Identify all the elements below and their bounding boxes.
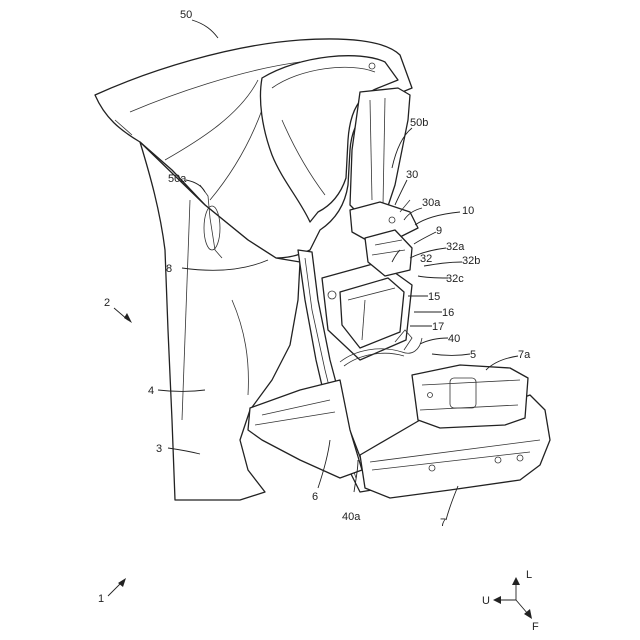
- label-40: 40: [448, 333, 460, 345]
- rear-crossmember: [412, 365, 528, 428]
- label-30a: 30a: [422, 197, 441, 209]
- label-17: 17: [432, 321, 444, 333]
- orientation-triad: [493, 577, 532, 619]
- bracket-assembly: [350, 200, 418, 276]
- battery-unit: [322, 262, 412, 360]
- label-1: 1: [98, 593, 104, 605]
- label-32c: 32c: [446, 273, 464, 285]
- label-7a: 7a: [518, 349, 531, 361]
- reference-arrows: [108, 308, 132, 596]
- label-50b: 50b: [410, 117, 428, 129]
- inner-pillar: [350, 88, 410, 220]
- label-5: 5: [470, 349, 476, 361]
- axis-up-label: U: [482, 595, 490, 607]
- axis-left-label: L: [526, 569, 532, 581]
- label-15: 15: [428, 291, 440, 303]
- label-8: 8: [166, 263, 172, 275]
- axis-front-label: F: [532, 621, 539, 633]
- label-7: 7: [440, 517, 446, 529]
- label-32: 32: [420, 253, 432, 265]
- label-16: 16: [442, 307, 454, 319]
- label-40a: 40a: [342, 511, 361, 523]
- label-10: 10: [462, 205, 474, 217]
- label-30: 30: [406, 169, 418, 181]
- label-50: 50: [180, 9, 192, 21]
- label-9: 9: [436, 225, 442, 237]
- label-4: 4: [148, 385, 154, 397]
- label-2: 2: [104, 297, 110, 309]
- floor-area: [248, 380, 362, 478]
- label-3: 3: [156, 443, 162, 455]
- label-32b: 32b: [462, 255, 480, 267]
- label-50a: 50a: [168, 173, 187, 185]
- label-6: 6: [312, 491, 318, 503]
- label-32a: 32a: [446, 241, 465, 253]
